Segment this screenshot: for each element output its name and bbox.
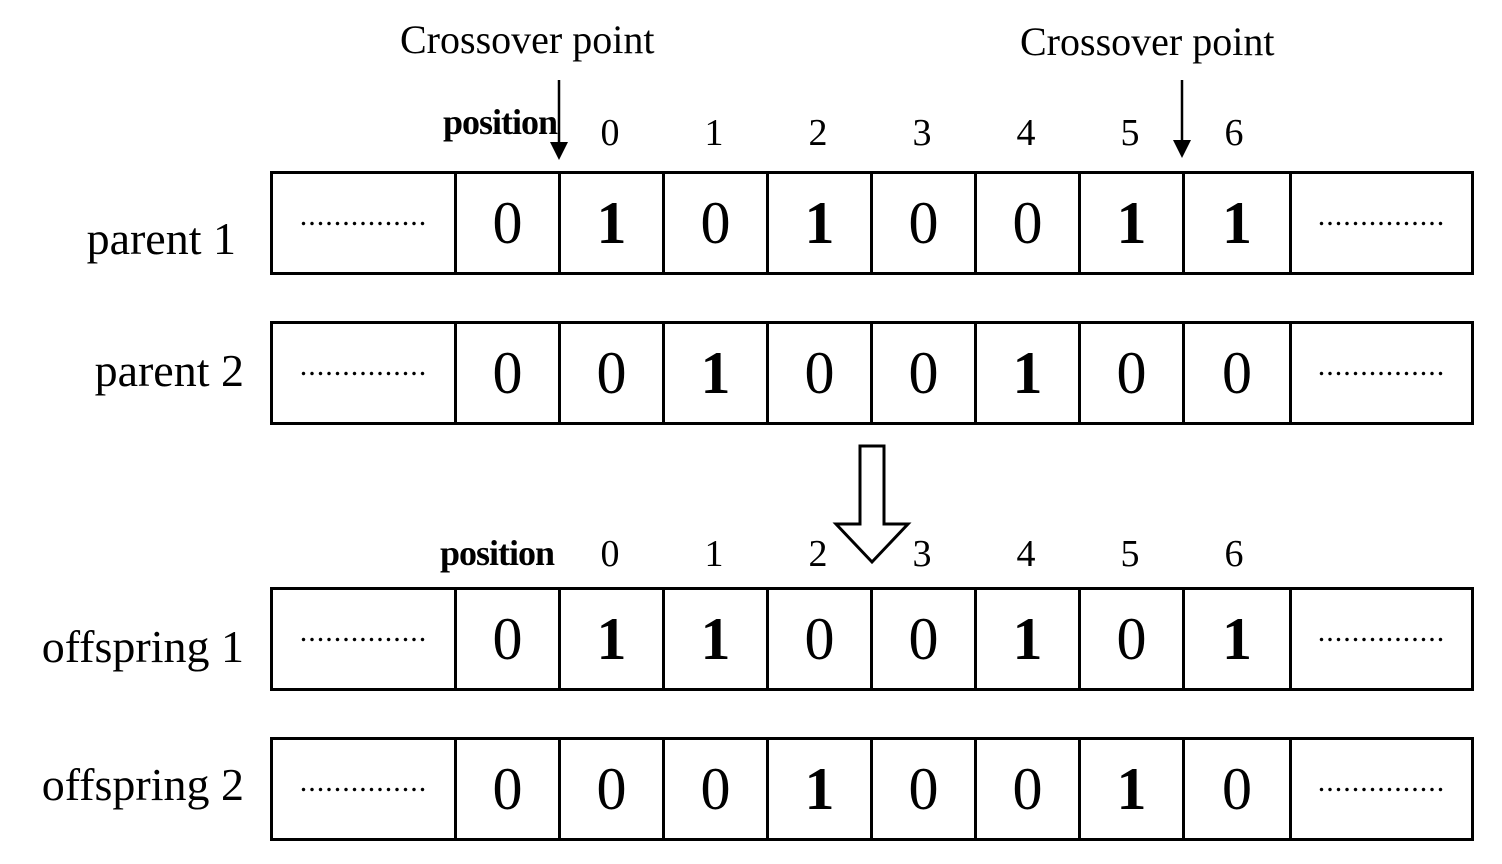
gene-cell: 1 [561,590,665,688]
gene-cell: 0 [561,324,665,422]
gene-cell: 0 [769,590,873,688]
ellipsis-left: ............... [273,590,457,688]
position-index-bottom-1: 1 [704,533,724,575]
gene-cell: 1 [665,324,769,422]
gene-cell: 0 [1081,324,1185,422]
position-label-top: position [443,102,558,142]
gene-cell: 0 [873,590,977,688]
row-label-offspring-2: offspring 2 [41,759,244,810]
gene-cell: 0 [457,590,561,688]
gene-cell: 0 [977,174,1081,272]
position-index-bottom-4: 4 [1016,533,1036,575]
ellipsis-right: ............... [1289,590,1471,688]
gene-cell: 1 [1222,189,1252,256]
ellipsis-left: ............... [273,324,457,422]
gene-cell: 0 [457,174,561,272]
position-label-bottom: position [440,533,555,573]
ellipsis-left: ............... [273,174,457,272]
gene-cell: 0 [977,740,1081,838]
gene-cell: 0 [873,324,977,422]
row-label-parent-1: parent 1 [86,213,236,264]
gene-cell: 1 [977,590,1081,688]
gene-cell: 1 [1081,174,1185,272]
position-index-bottom-2: 2 [808,533,828,575]
gene-cell: 0 [1081,590,1185,688]
position-index-top-5: 5 [1120,112,1140,154]
gene-cell: 0 [457,740,561,838]
gene-cell: 1 [1222,605,1252,672]
position-index-bottom-6: 6 [1224,533,1244,575]
position-index-top-3: 3 [912,112,932,154]
gene-cell: 1 [769,740,873,838]
gene-cell: 1 [1081,740,1185,838]
row-label-parent-2: parent 2 [94,345,244,396]
crossover-point-label-left: Crossover point [400,17,655,62]
gene-cell: 0 [769,324,873,422]
ellipsis-right: ............... [1289,324,1471,422]
position-index-top-0: 0 [600,112,620,154]
gene-cell: 0 [1222,339,1252,406]
gene-cell: 0 [873,174,977,272]
ellipsis-left: ............... [273,740,457,838]
gene-cell: 0 [457,324,561,422]
gene-cell: 0 [665,174,769,272]
gene-cell: 1 [769,174,873,272]
position-index-top-2: 2 [808,112,828,154]
position-index-top-6: 6 [1224,112,1244,154]
ellipsis-right: ............... [1289,740,1471,838]
gene-cell: 0 [665,740,769,838]
row-label-offspring-1: offspring 1 [41,621,244,672]
gene-cell: 0 [873,740,977,838]
gene-cell: 1 [561,174,665,272]
position-index-top-1: 1 [704,112,724,154]
position-index-top-4: 4 [1016,112,1036,154]
ellipsis-right: ............... [1289,174,1471,272]
gene-cell: 1 [977,324,1081,422]
position-index-bottom-3: 3 [912,533,932,575]
gene-cell: 0 [1222,755,1252,822]
gene-cell: 1 [665,590,769,688]
position-index-bottom-5: 5 [1120,533,1140,575]
crossover-point-label-right: Crossover point [1020,19,1275,64]
gene-cell: 0 [561,740,665,838]
position-index-bottom-0: 0 [600,533,620,575]
